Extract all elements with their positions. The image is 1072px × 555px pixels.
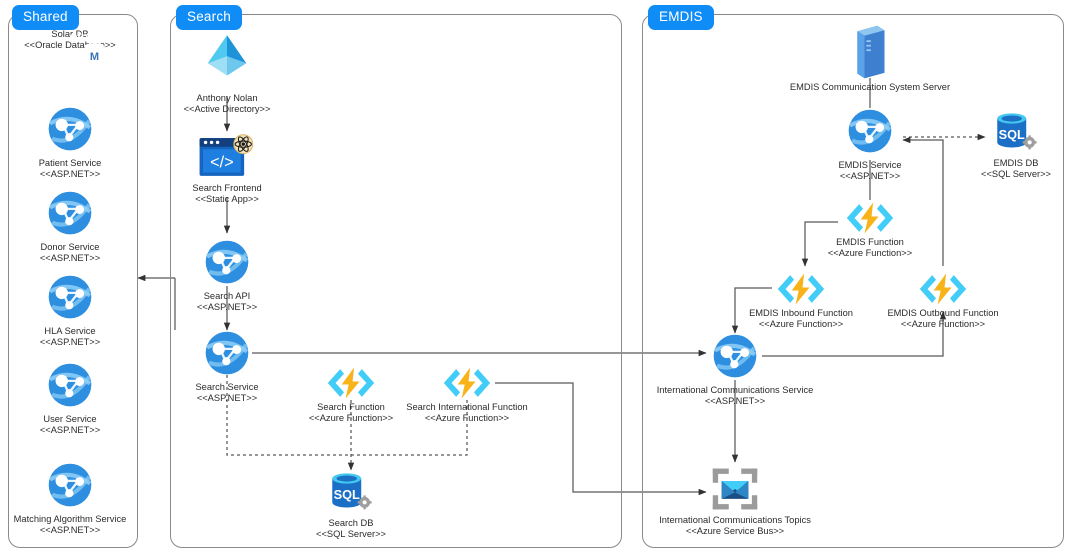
- node-caption: Anthony Nolan <<Active Directory>>: [183, 93, 271, 115]
- node-caption: Search API <<ASP.NET>>: [196, 291, 258, 313]
- node-caption: EMDIS Service <<ASP.NET>>: [838, 160, 902, 182]
- node-user-service[interactable]: User Service <<ASP.NET>>: [0, 363, 165, 437]
- server-icon: [850, 24, 890, 80]
- node-caption: International Communications Service <<A…: [656, 385, 814, 407]
- svg-text:SQL: SQL: [999, 127, 1025, 142]
- sql-database-icon: SQL: [325, 470, 377, 516]
- node-caption: EMDIS Inbound Function <<Azure Function>…: [749, 308, 853, 330]
- node-search-function[interactable]: Search Function <<Azure Function>>: [256, 366, 446, 425]
- app-service-icon: [48, 107, 92, 156]
- node-matching-algorithm-service[interactable]: Matching Algorithm Service <<ASP.NET>>: [0, 463, 165, 537]
- app-service-icon: [205, 240, 249, 289]
- node-emdis-service[interactable]: EMDIS Service <<ASP.NET>>: [775, 109, 965, 183]
- azure-function-icon: [915, 272, 971, 306]
- node-emdis-function[interactable]: EMDIS Function <<Azure Function>>: [775, 201, 965, 260]
- node-caption: EMDIS Outbound Function <<Azure Function…: [887, 308, 999, 330]
- svg-text:</>: </>: [210, 153, 234, 171]
- app-service-icon: [205, 331, 249, 380]
- panel-emdis: [642, 14, 1064, 548]
- node-caption: Solar DB <<Oracle Database>>: [24, 29, 116, 51]
- panel-search-label: Search: [176, 5, 242, 30]
- azure-function-icon: [323, 366, 379, 400]
- node-caption: EMDIS DB <<SQL Server>>: [981, 158, 1051, 180]
- node-emdis-outbound-function[interactable]: EMDIS Outbound Function <<Azure Function…: [848, 272, 1038, 331]
- app-service-icon: [48, 191, 92, 240]
- node-caption: Search International Function <<Azure Fu…: [406, 402, 528, 424]
- app-service-icon: [48, 363, 92, 412]
- node-international-communications-topics[interactable]: International Communications Topics <<Az…: [640, 465, 830, 538]
- app-service-icon: [713, 334, 757, 383]
- node-emdis-db[interactable]: SQL EMDIS DB <<SQL Server>>: [921, 110, 1072, 181]
- node-caption: EMDIS Function <<Azure Function>>: [827, 237, 913, 259]
- panel-emdis-label: EMDIS: [648, 5, 714, 30]
- azure-function-icon: [773, 272, 829, 306]
- static-web-app-icon: </>: [196, 133, 258, 181]
- app-service-icon: [48, 275, 92, 324]
- azure-function-icon: [439, 366, 495, 400]
- node-caption: Matching Algorithm Service <<ASP.NET>>: [13, 514, 127, 536]
- app-service-icon: [48, 463, 92, 512]
- node-search-international-function[interactable]: Search International Function <<Azure Fu…: [372, 366, 562, 425]
- panel-shared-label: Shared: [12, 5, 79, 30]
- node-caption: EMDIS Communication System Server: [789, 82, 951, 92]
- node-emdis-comm-server[interactable]: EMDIS Communication System Server: [775, 24, 965, 93]
- node-caption: Donor Service <<ASP.NET>>: [39, 242, 101, 264]
- svg-text:SQL: SQL: [334, 487, 360, 502]
- active-directory-icon: [199, 30, 255, 91]
- sql-database-icon: SQL: [990, 110, 1042, 156]
- node-caption: Search DB <<SQL Server>>: [316, 518, 386, 540]
- node-caption: Search Service <<ASP.NET>>: [195, 382, 259, 404]
- node-donor-service[interactable]: Donor Service <<ASP.NET>>: [0, 191, 165, 265]
- node-hla-service[interactable]: HLA Service <<ASP.NET>>: [0, 275, 165, 349]
- node-search-api[interactable]: Search API <<ASP.NET>>: [132, 240, 322, 314]
- node-search-service[interactable]: Search Service <<ASP.NET>>: [132, 331, 322, 405]
- node-caption: Search Function <<Azure Function>>: [308, 402, 394, 424]
- panel-search: [170, 14, 622, 548]
- node-anthony-nolan[interactable]: Anthony Nolan <<Active Directory>>: [132, 30, 322, 116]
- node-international-communications-service[interactable]: International Communications Service <<A…: [640, 334, 830, 408]
- service-bus-icon: [709, 465, 761, 513]
- node-caption: Patient Service <<ASP.NET>>: [38, 158, 102, 180]
- node-emdis-inbound-function[interactable]: EMDIS Inbound Function <<Azure Function>…: [706, 272, 896, 331]
- node-caption: User Service <<ASP.NET>>: [39, 414, 101, 436]
- app-service-icon: [848, 109, 892, 158]
- node-search-db[interactable]: SQL Search DB <<SQL Server>>: [256, 470, 446, 541]
- node-search-frontend[interactable]: </> Search Frontend <<Static App>>: [132, 133, 322, 206]
- node-caption: HLA Service <<ASP.NET>>: [39, 326, 101, 348]
- node-caption: Search Frontend <<Static App>>: [192, 183, 262, 205]
- node-patient-service[interactable]: Patient Service <<ASP.NET>>: [0, 107, 165, 181]
- azure-function-icon: [842, 201, 898, 235]
- node-caption: International Communications Topics <<Az…: [659, 515, 811, 537]
